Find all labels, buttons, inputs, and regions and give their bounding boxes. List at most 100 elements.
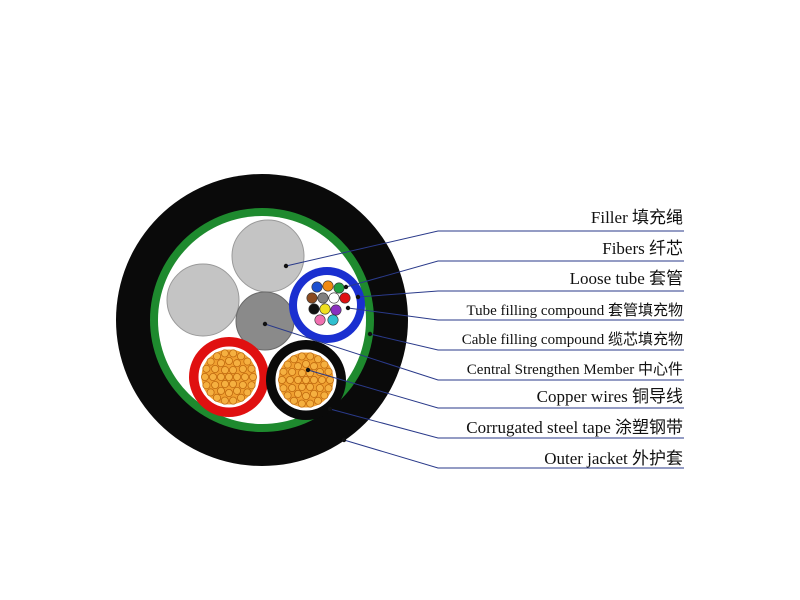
copper-strand	[238, 364, 247, 373]
copper-strand	[229, 396, 238, 405]
leader-dot	[367, 331, 373, 337]
copper-strand	[309, 389, 318, 398]
copper-strands-left	[200, 349, 257, 405]
copper-strand	[206, 357, 215, 366]
leader-dot	[355, 294, 361, 300]
copper-strand	[248, 372, 257, 381]
copper-strand	[306, 399, 315, 408]
fiber	[328, 292, 340, 304]
leader-dot	[283, 263, 289, 269]
leader-line	[329, 408, 684, 439]
fiber	[314, 314, 326, 326]
copper-strand	[283, 360, 292, 369]
copper-conductor-black	[266, 340, 346, 420]
leader-lines	[262, 230, 684, 469]
fiber	[306, 292, 318, 304]
filler-left	[166, 263, 240, 337]
fiber	[330, 304, 342, 316]
label-outer-jacket: Outer jacket 外护套	[544, 449, 683, 468]
copper-strand	[309, 362, 318, 371]
leader-line	[343, 439, 684, 469]
copper-strand	[320, 391, 329, 400]
leader-line	[307, 369, 684, 409]
copper-strand	[220, 396, 229, 405]
copper-strand	[305, 382, 314, 391]
copper-strand	[216, 372, 225, 381]
copper-strand	[247, 381, 256, 390]
copper-strand	[238, 380, 247, 389]
copper-strand	[306, 352, 315, 361]
copper-strand	[216, 359, 225, 368]
leader-line	[345, 260, 684, 288]
copper-strand	[317, 375, 326, 384]
label-fibers: Fibers 纤芯	[602, 239, 683, 258]
label-central-strengthen-member: Central Strengthen Member 中心件	[466, 362, 683, 378]
copper-strand	[293, 375, 302, 384]
copper-strand	[228, 379, 237, 388]
copper-strand	[288, 383, 297, 392]
copper-strand	[301, 359, 310, 368]
leader-line	[264, 323, 684, 381]
copper-strand	[236, 393, 245, 402]
copper-strand	[297, 382, 306, 391]
leader-dot	[262, 321, 268, 327]
copper-strand	[293, 389, 302, 398]
fiber	[317, 292, 329, 304]
copper-strand	[277, 375, 286, 384]
leader-line	[357, 290, 684, 298]
fiber	[319, 303, 331, 315]
copper-strand	[224, 372, 233, 381]
fiber	[327, 314, 339, 326]
leader-dot	[345, 305, 351, 311]
copper-strand	[208, 372, 217, 381]
label-corrugated-steel-tape: Corrugated steel tape 涂塑钢带	[466, 418, 683, 437]
copper-strand	[288, 367, 297, 376]
copper-strand	[200, 372, 209, 381]
copper-strand	[324, 367, 333, 376]
copper-strand	[224, 356, 233, 365]
copper-strand	[236, 352, 245, 361]
copper-strand	[320, 360, 329, 369]
copper-strand	[202, 364, 211, 373]
copper-strand	[211, 380, 220, 389]
label-cable-filling-compound: Cable filling compound 缆芯填充物	[461, 332, 683, 348]
copper-strand	[243, 388, 252, 397]
copper-strand	[229, 349, 238, 358]
copper-strand	[247, 364, 256, 373]
loose-tube-group	[289, 267, 365, 343]
copper-strand	[228, 366, 237, 375]
leader-line	[347, 307, 684, 321]
copper-strand	[289, 355, 298, 364]
fiber	[311, 281, 323, 293]
fiber	[308, 303, 320, 315]
label-copper-wires: Copper wires 铜导线	[536, 387, 683, 406]
copper-strand	[301, 375, 310, 384]
filler-top	[231, 219, 305, 293]
copper-strand	[279, 384, 288, 393]
copper-conductor-red	[189, 337, 269, 417]
copper-strand	[206, 388, 215, 397]
copper-strand	[232, 386, 241, 395]
leader-dot	[327, 406, 333, 412]
copper-strand	[283, 391, 292, 400]
copper-strand	[240, 372, 249, 381]
copper-strand	[297, 352, 306, 361]
label-filler: Filler 填充绳	[590, 208, 683, 227]
fibers	[306, 280, 351, 326]
leader-dot	[343, 284, 349, 290]
fiber	[322, 280, 334, 292]
copper-strand	[216, 386, 225, 395]
copper-strand	[315, 383, 324, 392]
copper-strand	[232, 372, 241, 381]
leader-line	[285, 230, 684, 267]
copper-strand	[297, 369, 306, 378]
copper-strand	[301, 391, 310, 400]
leader-dot	[305, 367, 311, 373]
copper-strand	[212, 393, 221, 402]
copper-strand	[289, 396, 298, 405]
copper-strand	[232, 359, 241, 368]
label-tube-filling-compound: Tube filling compound 套管填充物	[466, 303, 683, 319]
copper-strand	[313, 396, 322, 405]
